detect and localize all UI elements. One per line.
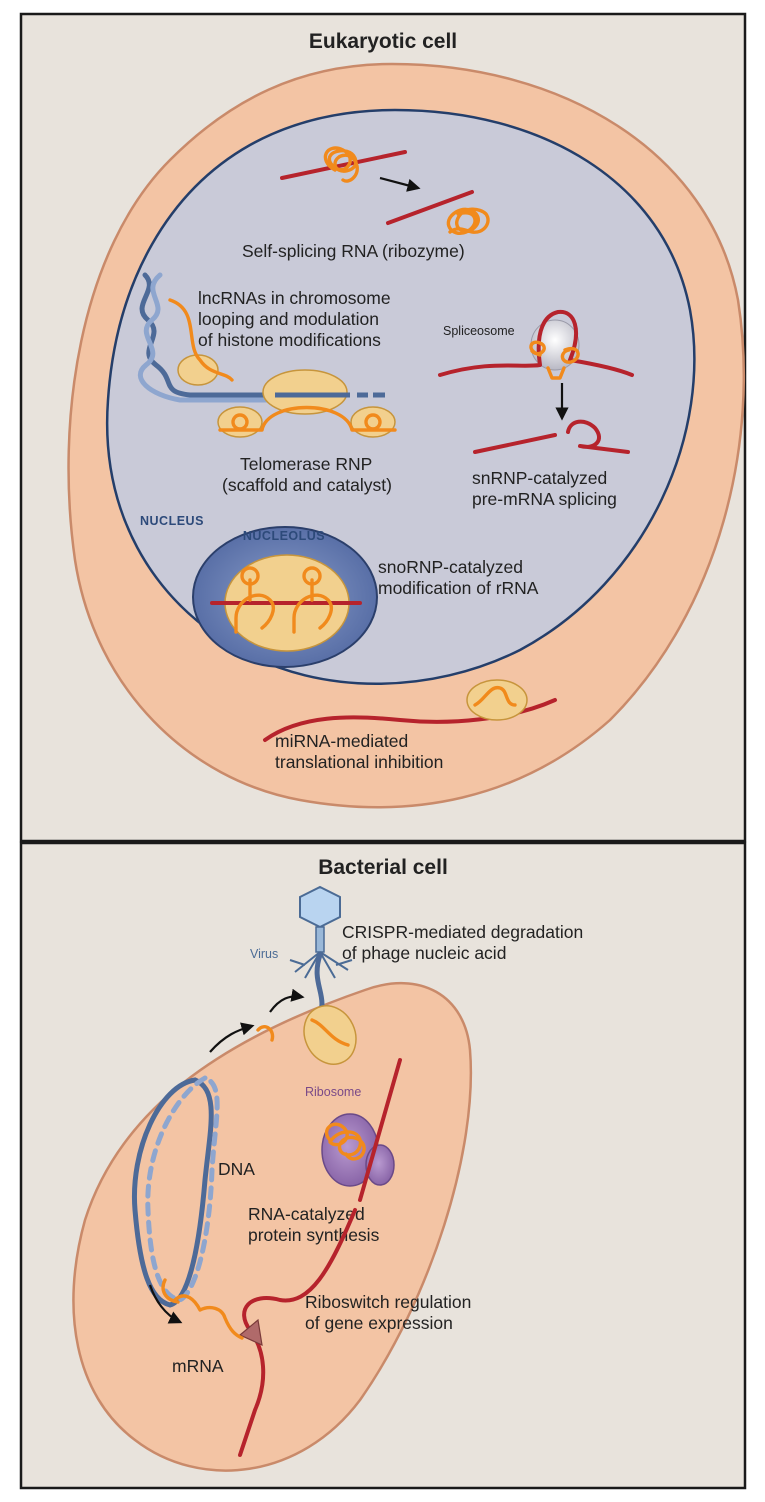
mirna-label-line2: translational inhibition: [275, 752, 443, 772]
riboswitch-label-line1: Riboswitch regulation: [305, 1292, 471, 1312]
lncrna-label-line2: looping and modulation: [198, 309, 379, 329]
lncrna-chromatin: [137, 272, 385, 415]
eukaryotic-title: Eukaryotic cell: [309, 30, 457, 53]
mirna-complex: [263, 679, 557, 742]
snrnp-label-line1: snRNP-catalyzed: [472, 468, 607, 488]
dna-label: DNA: [218, 1159, 255, 1179]
virus-label: Virus: [250, 947, 278, 961]
bacterial-cell: [72, 981, 473, 1472]
mrna-label: mRNA: [172, 1356, 224, 1376]
dna-plasmid: [131, 1075, 220, 1308]
riboswitch-label-line2: of gene expression: [305, 1313, 453, 1333]
rna-catalyzed-label-line1: RNA-catalyzed: [248, 1204, 365, 1224]
crispr-label-line1: CRISPR-mediated degradation: [342, 922, 583, 942]
telomerase-label-line1: Telomerase RNP: [240, 454, 372, 474]
lncrna-label-line3: of histone modifications: [198, 330, 381, 350]
nucleus-label: NUCLEUS: [140, 514, 204, 528]
snrnp-label-line2: pre-mRNA splicing: [472, 489, 617, 509]
telomerase-rnp: [217, 405, 397, 438]
crispr-label-line2: of phage nucleic acid: [342, 943, 506, 963]
lncrna-label-line1: lncRNAs in chromosome: [198, 288, 391, 308]
snornp-label-line2: modification of rRNA: [378, 578, 539, 598]
telomerase-label-line2: (scaffold and catalyst): [222, 475, 392, 495]
rna-catalyzed-label-line2: protein synthesis: [248, 1225, 380, 1245]
mirna-label-line1: miRNA-mediated: [275, 731, 408, 751]
eukaryotic-panel: Eukaryotic cell Self-splicing RNA (riboz…: [19, 12, 747, 843]
bacterial-title: Bacterial cell: [318, 856, 448, 879]
ribosome-label: Ribosome: [305, 1085, 361, 1099]
self-splicing-label: Self-splicing RNA (ribozyme): [242, 241, 465, 261]
spliceosome-label: Spliceosome: [443, 324, 515, 338]
riboswitch: [148, 1208, 357, 1457]
self-splicing-ribozyme: [280, 146, 490, 235]
bacterial-panel: Bacterial cell Virus CRISPR-mediated deg…: [19, 841, 747, 1490]
spliceosome: [438, 309, 634, 454]
nucleolus-label: NUCLEOLUS: [243, 529, 325, 543]
ribosome: [321, 1058, 402, 1202]
snornp-label-line1: snoRNP-catalyzed: [378, 557, 523, 577]
nucleolus: [192, 526, 378, 668]
crispr-complex: [209, 988, 357, 1065]
